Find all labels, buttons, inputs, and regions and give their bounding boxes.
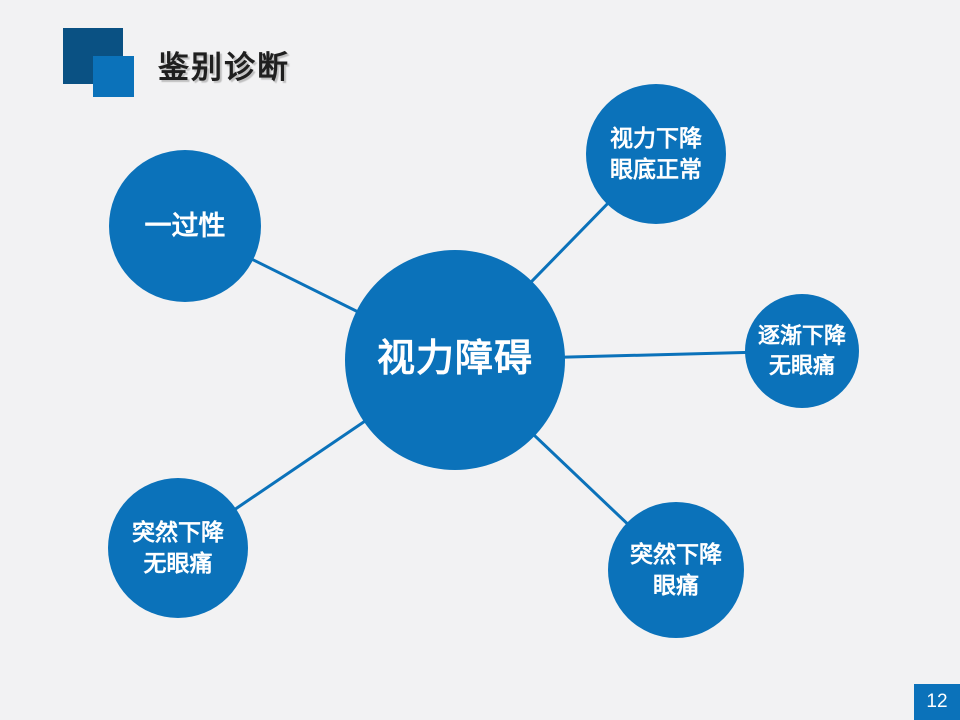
node-label-line2: 无眼痛 — [768, 353, 835, 378]
node-label-line1: 突然下降 — [630, 540, 722, 567]
node-label-line1: 突然下降 — [132, 518, 224, 545]
node-label-line2: 眼痛 — [653, 572, 699, 598]
diagram-node-transient: 一过性 — [109, 150, 261, 302]
node-label-line1: 视力下降 — [610, 124, 702, 151]
node-label-line1: 逐渐下降 — [757, 323, 846, 349]
page-number-badge: 12 — [914, 684, 960, 720]
node-label-line2: 无眼痛 — [143, 550, 213, 576]
diagram-node-decline-normal-fundus: 视力下降 眼底正常 — [586, 84, 726, 224]
title-area: 鉴别诊断 — [0, 0, 960, 120]
slide-title: 鉴别诊断 — [158, 50, 290, 85]
page-number: 12 — [926, 691, 948, 712]
node-label-line1: 一过性 — [144, 210, 226, 241]
diagram-node-sudden-pain: 突然下降 眼痛 — [608, 502, 744, 638]
diagram-node-sudden-no-pain: 突然下降 无眼痛 — [108, 478, 248, 618]
node-label-line2: 眼底正常 — [610, 156, 702, 182]
node-label: 视力障碍 — [376, 338, 533, 381]
diagram-node-gradual-no-pain: 逐渐下降 无眼痛 — [745, 294, 859, 408]
title-decor-square-light — [93, 56, 134, 97]
diagram-node-center: 视力障碍 — [345, 250, 565, 470]
